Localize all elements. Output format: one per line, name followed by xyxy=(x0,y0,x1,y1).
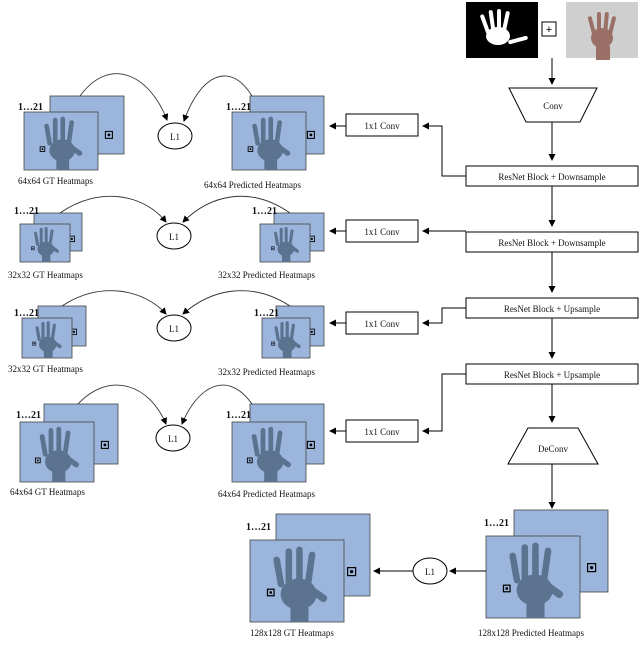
row2-gt-caption: 32x32 GT Heatmaps xyxy=(8,270,83,280)
row3-pred-caption: 32x32 Predicted Heatmaps xyxy=(218,367,315,377)
row2-gt-index: 1…21 xyxy=(14,206,39,217)
row1-gt-heatmaps: 1…21 xyxy=(18,95,125,171)
plus-box: + xyxy=(541,21,557,37)
conv1x1-box-1: 1x1 Conv xyxy=(345,113,419,137)
row4-gt-index: 1…21 xyxy=(16,410,41,421)
conv1x1-box-2: 1x1 Conv xyxy=(345,219,419,243)
conv-block: Conv xyxy=(508,87,598,123)
conv1x1-label-3: 1x1 Conv xyxy=(364,319,400,329)
row1-l1-loss: L1 xyxy=(157,122,193,150)
plus-symbol: + xyxy=(546,24,552,36)
row4-pred-index: 1…21 xyxy=(226,410,251,421)
conv1x1-box-4: 1x1 Conv xyxy=(345,419,419,443)
row3-l1-label: L1 xyxy=(169,324,179,334)
row2-l1-loss: L1 xyxy=(156,222,192,250)
row4-pred-heatmaps: 1…21 xyxy=(226,403,325,483)
resnet-block-2-label: ResNet Block + Downsample xyxy=(498,238,605,248)
bottom-pred-caption: 128x128 Predicted Heatmaps xyxy=(478,628,584,638)
conv1x1-label-4: 1x1 Conv xyxy=(364,427,400,437)
row1-l1-label: L1 xyxy=(170,132,180,142)
resnet-block-3: ResNet Block + Upsample xyxy=(465,297,639,319)
conv-block-label: Conv xyxy=(543,101,563,111)
row4-gt-heatmaps: 1…21 xyxy=(16,403,119,483)
conv1x1-label-1: 1x1 Conv xyxy=(364,121,400,131)
bottom-gt-index: 1…21 xyxy=(246,522,271,533)
row4-gt-caption: 64x64 GT Heatmaps xyxy=(10,487,85,497)
bottom-pred-index: 1…21 xyxy=(484,518,509,529)
resnet-block-1: ResNet Block + Downsample xyxy=(465,165,639,187)
row2-pred-caption: 32x32 Predicted Heatmaps xyxy=(218,270,315,280)
bottom-gt-caption: 128x128 GT Heatmaps xyxy=(250,628,334,638)
row3-pred-index: 1…21 xyxy=(254,308,279,319)
row1-pred-caption: 64x64 Predicted Heatmaps xyxy=(204,180,301,190)
row1-gt-caption: 64x64 GT Heatmaps xyxy=(18,176,93,186)
row3-gt-index: 1…21 xyxy=(14,308,39,319)
row3-gt-heatmaps: 1…21 xyxy=(14,305,87,359)
resnet-block-4-label: ResNet Block + Upsample xyxy=(504,370,600,380)
input-photo-image xyxy=(566,2,638,60)
conv1x1-box-3: 1x1 Conv xyxy=(345,311,419,335)
deconv-block-label: DeConv xyxy=(538,444,568,454)
bottom-pred-heatmaps: 1…21 xyxy=(484,509,609,619)
row4-l1-label: L1 xyxy=(168,434,178,444)
bottom-gt-heatmaps: 1…21 xyxy=(246,513,371,623)
input-mask-image xyxy=(466,2,538,58)
conv1x1-label-2: 1x1 Conv xyxy=(364,227,400,237)
row1-gt-index: 1…21 xyxy=(18,102,43,113)
row2-pred-heatmaps: 1…21 xyxy=(252,206,325,263)
row3-l1-loss: L1 xyxy=(156,314,192,342)
row3-pred-heatmaps: 1…21 xyxy=(254,305,325,359)
row2-l1-label: L1 xyxy=(169,232,179,242)
row2-gt-heatmaps: 1…21 xyxy=(14,206,83,263)
resnet-block-4: ResNet Block + Upsample xyxy=(465,363,639,385)
row4-l1-loss: L1 xyxy=(155,424,191,452)
bottom-l1-loss: L1 xyxy=(412,557,448,585)
resnet-block-3-label: ResNet Block + Upsample xyxy=(504,304,600,314)
row2-pred-index: 1…21 xyxy=(252,206,277,217)
row1-pred-heatmaps: 1…21 xyxy=(226,95,325,171)
resnet-block-2: ResNet Block + Downsample xyxy=(465,231,639,253)
row1-pred-index: 1…21 xyxy=(226,102,251,113)
row3-gt-caption: 32x32 GT Heatmaps xyxy=(8,364,83,374)
row4-pred-caption: 64x64 Predicted Heatmaps xyxy=(218,489,315,499)
resnet-block-1-label: ResNet Block + Downsample xyxy=(498,172,605,182)
bottom-l1-label: L1 xyxy=(425,567,435,577)
deconv-block: DeConv xyxy=(507,427,599,465)
